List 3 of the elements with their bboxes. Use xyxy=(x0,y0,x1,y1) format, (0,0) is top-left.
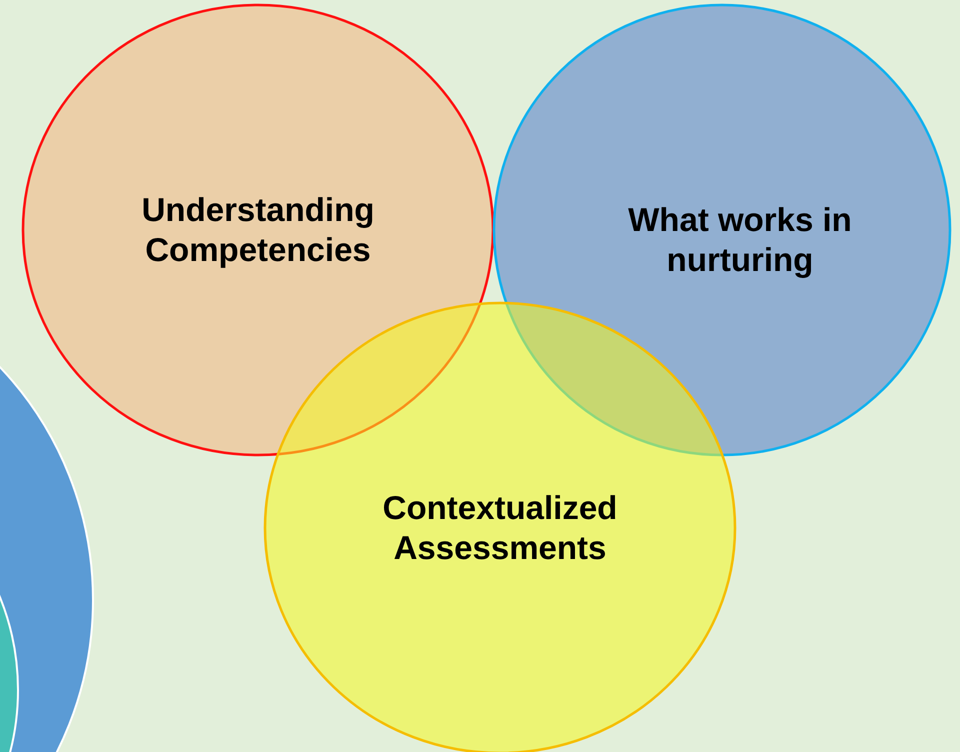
ellipse-label: What works in nurturing xyxy=(627,200,853,280)
ellipse-label: Understanding Competencies xyxy=(140,190,376,270)
ellipse-label: Contextualized Assessments xyxy=(382,488,618,568)
